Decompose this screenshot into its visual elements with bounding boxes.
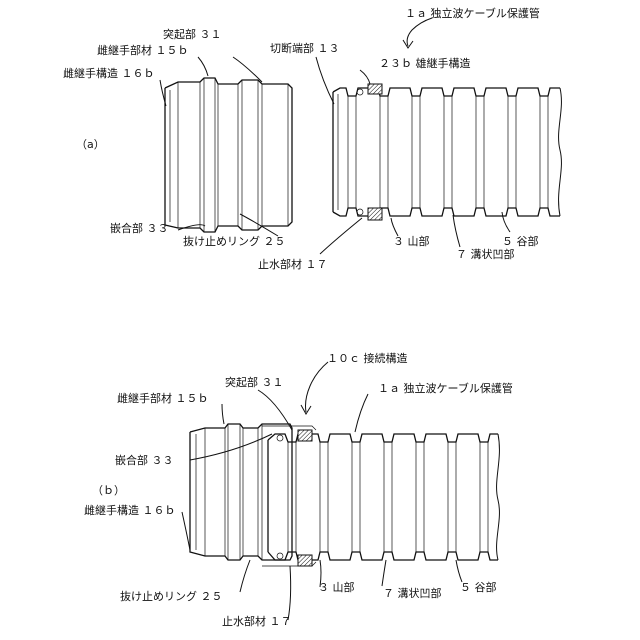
retaining-ring-top-a <box>368 84 382 94</box>
panel-label-a: （a） <box>76 138 105 151</box>
label-trough-a: ５ 谷部 <box>502 234 539 248</box>
waterproof-member-top-a <box>357 89 363 95</box>
label-female-joint-member-a: 雌継手部材 １５ｂ <box>97 43 189 57</box>
waterproof-member-top-b <box>277 435 283 441</box>
figure-b: １０ｃ 接続構造 突起部 ３１ １ａ 独立波ケーブル保護管 雌継手部材 １５ｂ … <box>84 351 513 628</box>
label-protection-pipe-b: １ａ 独立波ケーブル保護管 <box>378 381 513 395</box>
label-fitting-part-a: 嵌合部 ３３ <box>110 221 169 235</box>
label-male-joint-structure-a: ２３ｂ 雄継手構造 <box>379 56 471 70</box>
retaining-ring-top-b <box>298 430 312 441</box>
label-connection-structure-b: １０ｃ 接続構造 <box>327 351 408 365</box>
figure-a: １ａ 独立波ケーブル保護管 突起部 ３１ 雌継手部材 １５ｂ 雌継手構造 １６ｂ… <box>63 6 561 271</box>
female-joint-member-a <box>165 78 292 232</box>
label-cut-end-a: 切断端部 １３ <box>270 41 340 55</box>
label-protection-pipe-a: １ａ 独立波ケーブル保護管 <box>405 6 540 20</box>
waterproof-member-bottom-a <box>357 209 363 215</box>
label-female-joint-member-b: 雌継手部材 １５ｂ <box>117 391 209 405</box>
label-retaining-ring-a: 抜け止めリング ２５ <box>183 234 286 248</box>
label-crest-b: ３ 山部 <box>318 580 355 594</box>
label-protrusion-b: 突起部 ３１ <box>225 375 284 389</box>
label-female-joint-structure-b: 雌継手構造 １６ｂ <box>84 503 176 517</box>
label-trough-b: ５ 谷部 <box>460 580 497 594</box>
label-waterproof-member-a: 止水部材 １７ <box>258 257 328 271</box>
female-joint-member-b <box>190 424 292 560</box>
label-protrusion-a: 突起部 ３１ <box>163 27 222 41</box>
retaining-ring-bottom-b <box>298 555 312 566</box>
label-groove-b: ７ 溝状凹部 <box>383 586 442 600</box>
panel-label-b: （ｂ） <box>92 484 125 497</box>
waterproof-member-bottom-b <box>277 553 283 559</box>
label-fitting-part-b: 嵌合部 ３３ <box>115 453 174 467</box>
label-retaining-ring-b: 抜け止めリング ２５ <box>120 589 223 603</box>
corrugated-pipe-b <box>262 426 499 566</box>
label-crest-a: ３ 山部 <box>393 234 430 248</box>
label-groove-a: ７ 溝状凹部 <box>456 247 515 261</box>
corrugated-pipe-a <box>333 84 561 220</box>
retaining-ring-bottom-a <box>368 208 382 220</box>
label-female-joint-structure-a: 雌継手構造 １６ｂ <box>63 66 155 80</box>
label-waterproof-member-b: 止水部材 １７ <box>222 614 292 628</box>
